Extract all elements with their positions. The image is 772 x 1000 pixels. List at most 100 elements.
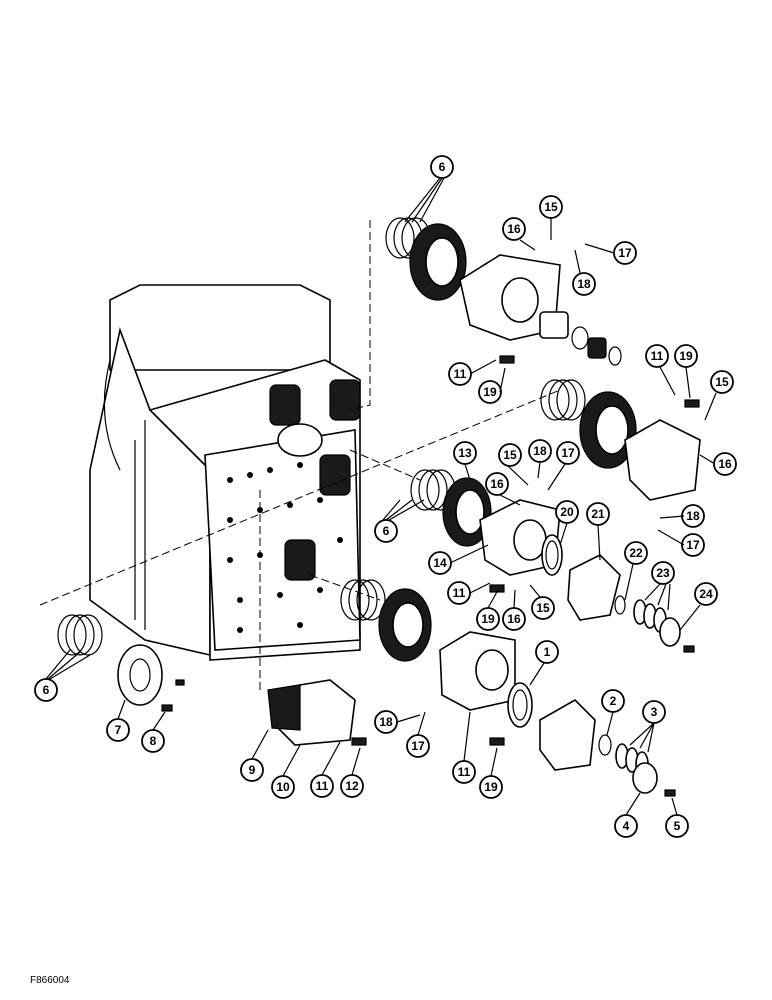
callout-24: 24 xyxy=(694,582,718,606)
callout-17-mid: 17 xyxy=(556,441,580,465)
svg-text:16: 16 xyxy=(507,222,521,236)
svg-text:18: 18 xyxy=(577,277,591,291)
svg-text:9: 9 xyxy=(249,763,256,777)
callout-15-upper: 15 xyxy=(539,195,563,219)
callout-18-mid: 18 xyxy=(528,439,552,463)
callout-20: 20 xyxy=(555,500,579,524)
callout-11-mid: 11 xyxy=(447,581,471,605)
assembly-lines xyxy=(39,220,561,690)
svg-text:2: 2 xyxy=(610,694,617,708)
svg-text:16: 16 xyxy=(718,457,732,471)
callout-11-bottom: 11 xyxy=(452,760,476,784)
seal-rings-right xyxy=(540,379,586,421)
callout-8: 8 xyxy=(141,729,165,753)
callout-21: 21 xyxy=(586,502,610,526)
svg-text:1: 1 xyxy=(544,645,551,659)
svg-text:8: 8 xyxy=(150,734,157,748)
gaskets xyxy=(378,223,637,662)
callout-15-right: 15 xyxy=(710,370,734,394)
callout-3: 3 xyxy=(642,700,666,724)
bearing-housings xyxy=(267,254,701,746)
callout-4: 4 xyxy=(614,814,638,838)
svg-text:6: 6 xyxy=(43,683,50,697)
callout-16-right: 16 xyxy=(713,452,737,476)
callout-6-mid: 6 xyxy=(374,519,398,543)
svg-text:11: 11 xyxy=(454,367,467,381)
svg-text:14: 14 xyxy=(433,556,447,570)
figure-code: F866004 xyxy=(30,975,70,986)
svg-text:4: 4 xyxy=(623,819,630,833)
callout-5: 5 xyxy=(665,814,689,838)
svg-text:19: 19 xyxy=(481,612,495,626)
callout-11-right: 11 xyxy=(645,344,669,368)
callout-12: 12 xyxy=(340,774,364,798)
callout-23: 23 xyxy=(651,561,675,585)
callout-9: 9 xyxy=(240,758,264,782)
svg-text:13: 13 xyxy=(458,446,472,460)
svg-text:11: 11 xyxy=(651,349,664,363)
svg-text:6: 6 xyxy=(439,160,446,174)
svg-text:11: 11 xyxy=(316,779,329,793)
callout-16-lower: 16 xyxy=(502,607,526,631)
callout-16-upper: 16 xyxy=(502,217,526,241)
seal-rings-left xyxy=(57,614,103,656)
callout-19-bottom: 19 xyxy=(479,775,503,799)
svg-text:17: 17 xyxy=(618,246,632,260)
svg-text:5: 5 xyxy=(674,819,681,833)
callouts: 6 15 16 17 18 11 19 11 19 15 16 18 17 13… xyxy=(34,155,737,838)
callout-17-right: 17 xyxy=(681,533,705,557)
transmission-housing xyxy=(89,284,361,661)
svg-text:11: 11 xyxy=(453,586,466,600)
callout-14: 14 xyxy=(428,551,452,575)
svg-text:12: 12 xyxy=(345,779,359,793)
small-parts xyxy=(117,311,700,797)
svg-text:17: 17 xyxy=(561,446,575,460)
svg-text:15: 15 xyxy=(503,448,517,462)
callout-16-mid: 16 xyxy=(485,472,509,496)
plate-holes xyxy=(227,457,343,633)
svg-text:22: 22 xyxy=(629,546,643,560)
svg-text:24: 24 xyxy=(699,587,713,601)
svg-text:18: 18 xyxy=(379,715,393,729)
svg-text:18: 18 xyxy=(686,509,700,523)
callout-2: 2 xyxy=(601,689,625,713)
callout-15-lower: 15 xyxy=(531,596,555,620)
svg-text:20: 20 xyxy=(560,505,574,519)
leader-lines xyxy=(45,177,717,816)
svg-text:17: 17 xyxy=(411,739,425,753)
callout-11-bottom-left: 11 xyxy=(310,774,334,798)
svg-text:15: 15 xyxy=(715,375,729,389)
svg-text:7: 7 xyxy=(115,723,122,737)
callout-7: 7 xyxy=(106,718,130,742)
callout-6-upper: 6 xyxy=(430,155,454,179)
svg-text:19: 19 xyxy=(679,349,693,363)
svg-text:16: 16 xyxy=(507,612,521,626)
callout-19-mid: 19 xyxy=(476,607,500,631)
svg-text:17: 17 xyxy=(686,538,700,552)
svg-text:19: 19 xyxy=(484,780,498,794)
seal-rings-lower xyxy=(340,579,386,621)
callout-13: 13 xyxy=(453,441,477,465)
callout-15-mid: 15 xyxy=(498,443,522,467)
callout-1: 1 xyxy=(535,640,559,664)
callout-10: 10 xyxy=(271,775,295,799)
svg-text:23: 23 xyxy=(656,566,670,580)
callout-19-right: 19 xyxy=(674,344,698,368)
callout-18-upper: 18 xyxy=(572,272,596,296)
callout-18-lower: 18 xyxy=(374,710,398,734)
callout-17-upper: 17 xyxy=(613,241,637,265)
svg-text:10: 10 xyxy=(276,780,290,794)
svg-text:18: 18 xyxy=(533,444,547,458)
svg-text:19: 19 xyxy=(483,385,497,399)
callout-6-left: 6 xyxy=(34,678,58,702)
svg-text:16: 16 xyxy=(490,477,504,491)
callout-11-upper: 11 xyxy=(448,362,472,386)
callout-19-upper: 19 xyxy=(478,380,502,404)
callout-17-lower: 17 xyxy=(406,734,430,758)
svg-text:15: 15 xyxy=(544,200,558,214)
callout-22: 22 xyxy=(624,541,648,565)
svg-text:21: 21 xyxy=(591,507,605,521)
svg-text:6: 6 xyxy=(383,524,390,538)
